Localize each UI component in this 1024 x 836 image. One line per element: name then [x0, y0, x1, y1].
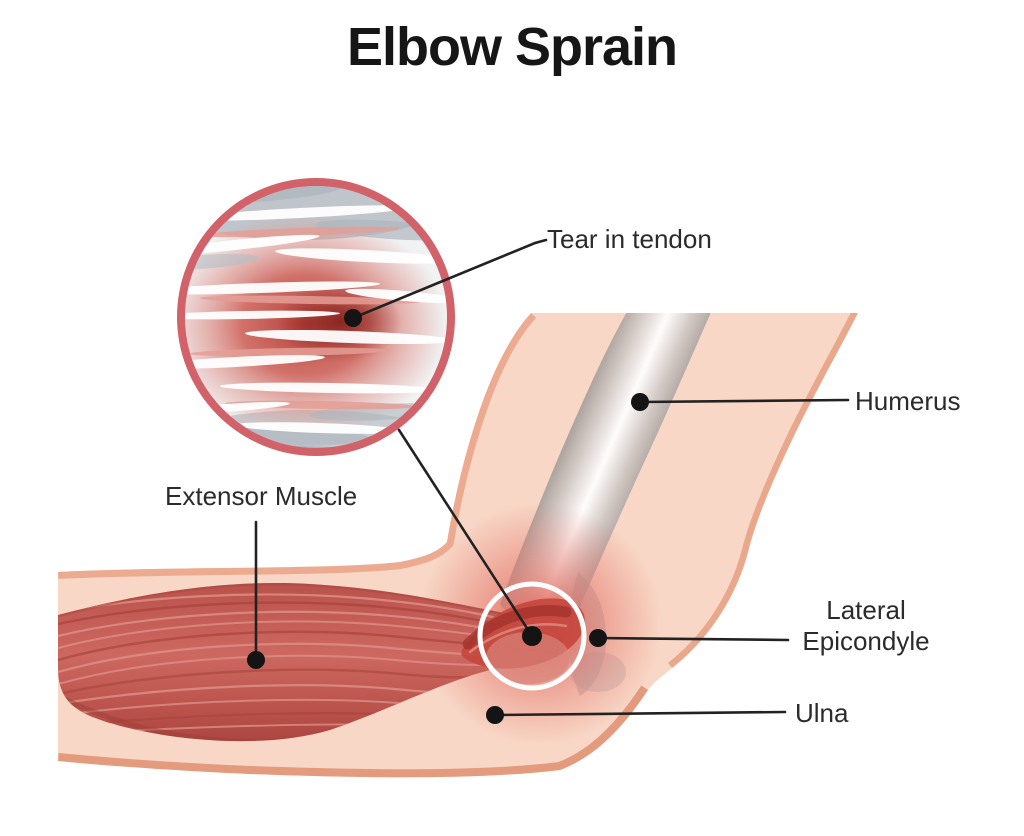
label-lateral-epicondyle-line2: Epicondyle	[802, 626, 930, 656]
label-tear-in-tendon: Tear in tendon	[547, 224, 712, 254]
callout-dot-tear-inset	[344, 309, 362, 327]
label-humerus: Humerus	[855, 386, 961, 416]
elbow-ring	[477, 581, 587, 691]
magnifier-inset	[177, 178, 455, 456]
callout-dot-tear-elbow	[522, 626, 542, 646]
label-lateral-epicondyle: Lateral Epicondyle	[766, 595, 966, 657]
label-ulna: Ulna	[795, 698, 849, 728]
torn-tendon-detail	[185, 186, 447, 448]
label-lateral-epicondyle-line1: Lateral	[826, 595, 906, 625]
callout-dot-extensor	[247, 651, 265, 669]
leader-line-lateral-epicondyle	[596, 636, 790, 642]
callout-dot-humerus	[631, 393, 649, 411]
magnifier-border	[177, 178, 455, 456]
leader-line-inset-to-elbow	[397, 428, 534, 638]
callout-dot-ulna	[486, 706, 504, 724]
callout-dot-lateral-epicondyle	[589, 629, 607, 647]
page-title: Elbow Sprain	[346, 17, 678, 77]
leader-line-ulna	[493, 710, 787, 717]
leader-line-humerus	[638, 398, 850, 404]
label-extensor-muscle: Extensor Muscle	[165, 481, 358, 511]
leader-line-tear	[351, 238, 548, 320]
